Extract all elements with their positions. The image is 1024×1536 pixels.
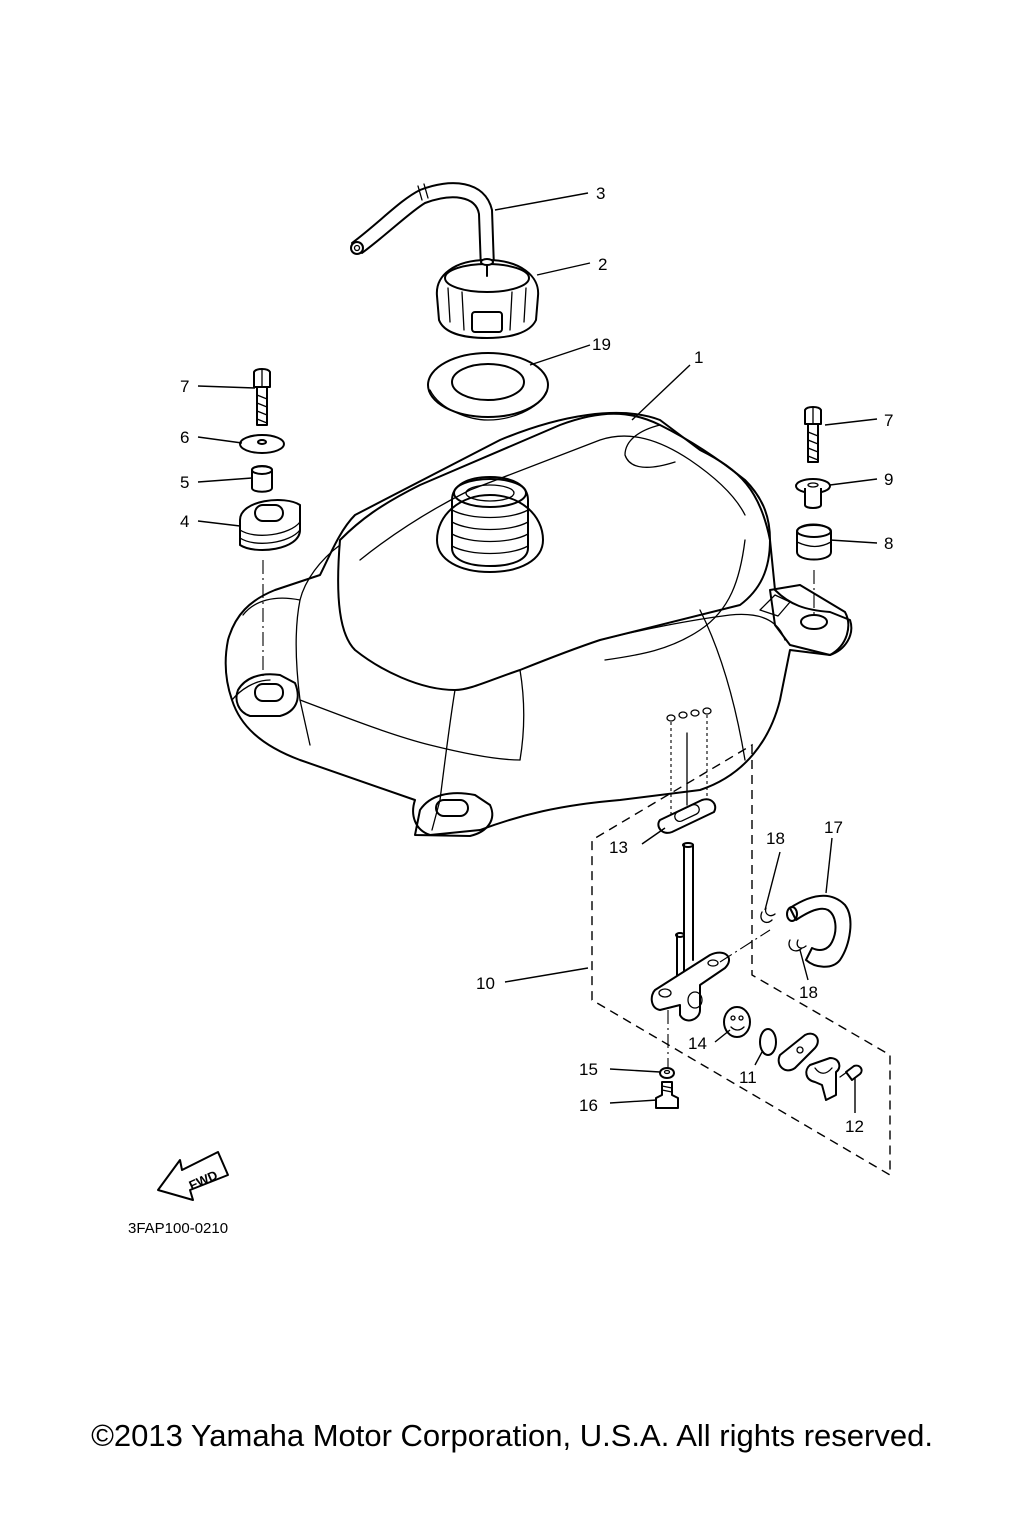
callout-2: 2 xyxy=(598,255,607,274)
breather-hose xyxy=(350,182,495,271)
leader-lines xyxy=(197,192,878,1113)
fuel-hose xyxy=(786,894,852,968)
callout-4: 4 xyxy=(180,512,189,531)
copyright-notice: ©2013 Yamaha Motor Corporation, U.S.A. A… xyxy=(91,1418,933,1453)
callout-8: 8 xyxy=(884,534,893,553)
callout-5: 5 xyxy=(180,473,189,492)
callout-1: 1 xyxy=(694,348,703,367)
callout-13: 13 xyxy=(609,838,628,857)
callout-19: 19 xyxy=(592,335,611,354)
fuel-cock-assembly xyxy=(591,715,891,1177)
fuel-tank xyxy=(224,411,853,837)
callout-labels: 3 2 19 1 7 6 5 4 7 9 8 10 13 18 17 18 14… xyxy=(180,184,893,1136)
callout-17: 17 xyxy=(824,818,843,837)
cock-seal xyxy=(723,1006,751,1038)
callout-9: 9 xyxy=(884,470,893,489)
callout-16: 16 xyxy=(579,1096,598,1115)
callout-7-right: 7 xyxy=(884,411,893,430)
diagram-code: 3FAP100-0210 xyxy=(128,1220,228,1237)
right-mount-stack xyxy=(795,406,832,618)
fuel-cap xyxy=(435,258,540,339)
callout-18-bottom: 18 xyxy=(799,983,818,1002)
callout-11: 11 xyxy=(739,1068,757,1087)
callout-14: 14 xyxy=(688,1034,707,1053)
callout-7-left: 7 xyxy=(180,377,189,396)
cock-mount-holes xyxy=(666,707,712,722)
callout-6: 6 xyxy=(180,428,189,447)
callout-15: 15 xyxy=(579,1060,598,1079)
callout-12: 12 xyxy=(845,1117,864,1136)
callout-3: 3 xyxy=(596,184,605,203)
filler-neck xyxy=(436,476,544,573)
cap-gasket xyxy=(427,352,549,421)
callout-10: 10 xyxy=(476,974,495,993)
left-mount-stack xyxy=(239,368,301,680)
callout-18-top: 18 xyxy=(766,829,785,848)
fwd-direction-arrow: FWD xyxy=(157,1151,229,1201)
